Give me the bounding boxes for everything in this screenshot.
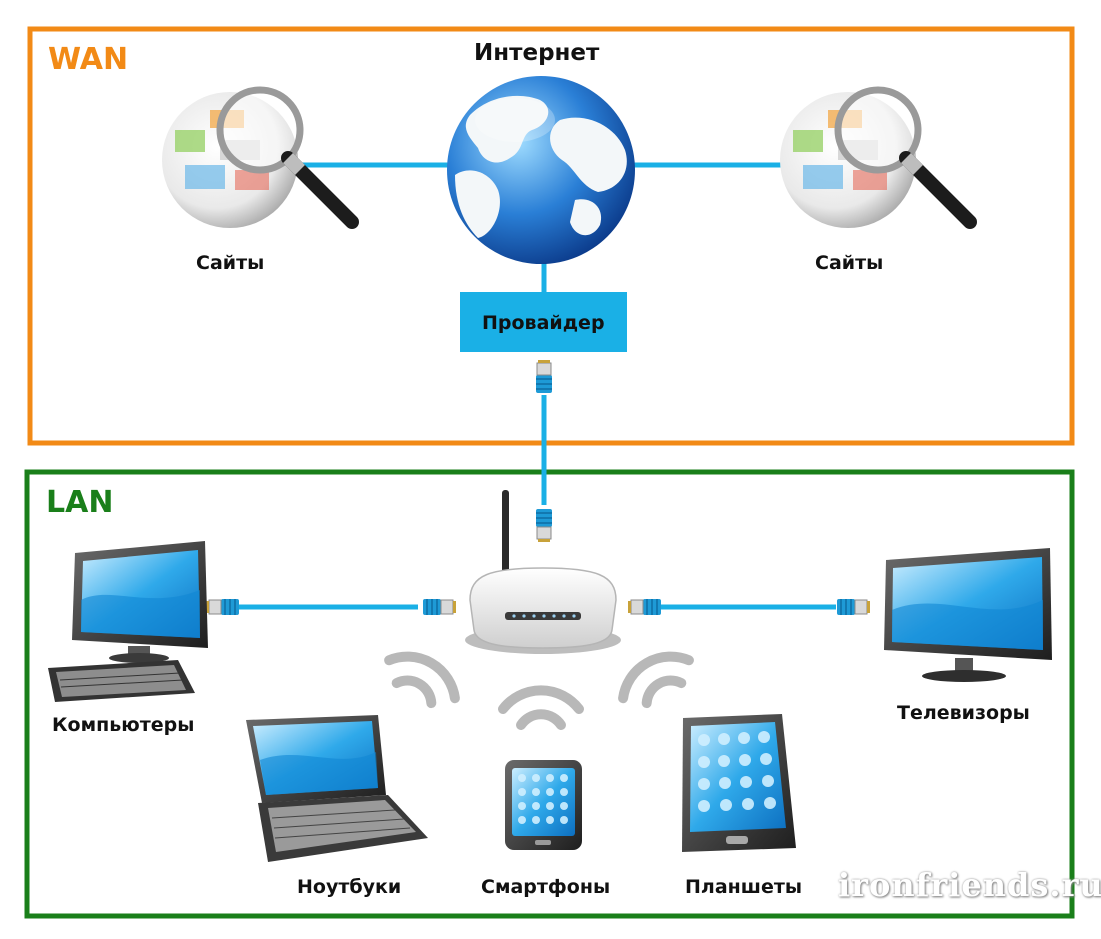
wifi-signal-icon <box>614 644 697 712</box>
cable-plug-icon <box>535 508 553 543</box>
cable-plug-icon <box>535 359 553 394</box>
tablets-label: Планшеты <box>685 876 803 898</box>
desktop-computer-icon <box>48 541 208 702</box>
internet-globe-icon <box>447 76 635 264</box>
watermark: ironfriends.ru <box>838 866 1101 904</box>
smartphones-label: Смартфоны <box>481 876 611 898</box>
router-icon <box>465 490 621 654</box>
sites-right-label: Сайты <box>815 252 884 274</box>
television-icon <box>884 548 1052 682</box>
tablet-icon <box>682 714 796 852</box>
laptop-icon <box>246 715 428 862</box>
cable-plug-icon <box>205 598 240 616</box>
sites-magnifier-icon-right <box>780 86 977 229</box>
wan-zone-label: WAN <box>48 42 129 77</box>
wan-zone-box <box>27 26 1075 446</box>
tvs-label: Телевизоры <box>897 702 1030 724</box>
smartphone-icon <box>505 760 582 850</box>
network-cables <box>238 162 836 610</box>
provider-label: Провайдер <box>482 312 605 334</box>
wifi-signal-icon <box>381 644 464 712</box>
sites-left-label: Сайты <box>196 252 265 274</box>
sites-magnifier-icon-left <box>162 86 359 229</box>
computers-label: Компьютеры <box>52 714 195 736</box>
provider-box <box>460 292 627 352</box>
cable-plug-icon <box>422 598 457 616</box>
laptops-label: Ноутбуки <box>297 876 402 898</box>
lan-zone-label: LAN <box>46 485 114 520</box>
wifi-signal-icon <box>503 690 579 725</box>
cable-plug-icon <box>836 598 871 616</box>
internet-label: Интернет <box>474 40 600 66</box>
lan-zone-box <box>24 469 1075 919</box>
cable-plug-icon <box>627 598 662 616</box>
